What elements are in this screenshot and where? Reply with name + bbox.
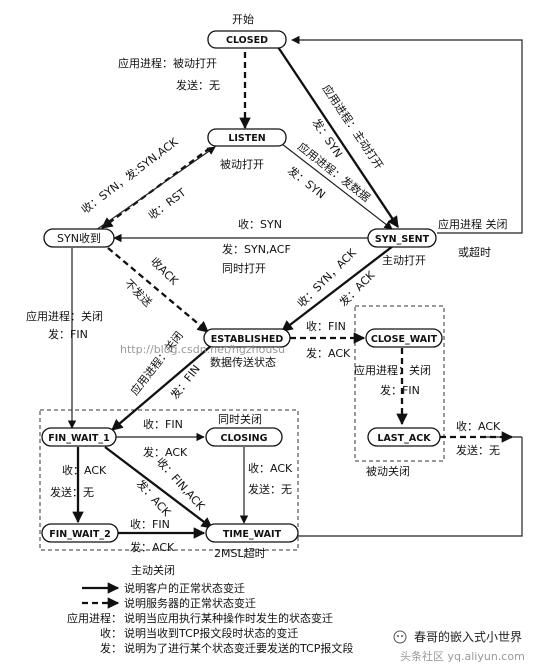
- label-msl-timeout: 2MSL超时: [214, 546, 266, 560]
- state-closed-label: CLOSED: [226, 35, 268, 46]
- label-send-syn-acf: 发：SYN,ACF: [222, 242, 291, 256]
- edge-closed-to-synsent: [277, 46, 399, 228]
- label-recv-syn: 收：SYN: [238, 217, 282, 231]
- edge-synrcvd-to-listen: [95, 146, 216, 231]
- label-app-close-left-2: 发：FIN: [48, 327, 88, 341]
- brand-logo-icon: [393, 630, 407, 644]
- label-recv-ack-la: 收：ACK: [456, 419, 501, 433]
- state-closed: CLOSED: [207, 30, 287, 49]
- state-fin-wait-1-label: FIN_WAIT_1: [48, 433, 110, 444]
- edge-synsent-to-closed: [291, 35, 523, 234]
- legend-dashed-desc: 说明服务器的正常状态变迁: [124, 596, 256, 610]
- watermark-brand: 春哥的嵌入式小世界: [414, 629, 522, 644]
- label-active-open: 主动打开: [382, 253, 426, 267]
- legend-recv-key: 收：: [100, 626, 122, 640]
- legend-recv-desc: 说明当收到TCP报文段时状态的变迁: [124, 626, 298, 640]
- watermark-logo: 春哥的嵌入式小世界: [393, 629, 522, 644]
- label-app-close-cw-2: 发：FIN: [380, 383, 420, 397]
- state-fin-wait-2: FIN_WAIT_2: [41, 523, 119, 543]
- label-send-ack-fw1: 发：ACK: [143, 445, 188, 459]
- legend-send-desc: 说明为了进行某个状态变迁要发送的TCP报文段: [124, 641, 353, 655]
- legend-send-key: 发：: [100, 641, 122, 655]
- state-time-wait: TIME_WAIT: [205, 523, 299, 543]
- label-recv-ack-fw1-2: 发送：无: [50, 485, 94, 499]
- state-last-ack: LAST_ACK: [367, 427, 441, 447]
- label-passive-close: 被动关闭: [366, 464, 410, 478]
- edge-listen-to-synsent: [281, 143, 393, 230]
- state-fin-wait-1: FIN_WAIT_1: [41, 427, 117, 447]
- state-established-label: ESTABLISHED: [211, 334, 284, 345]
- state-listen-label: LISTEN: [228, 133, 265, 144]
- state-close-wait-label: CLOSE_WAIT: [371, 334, 438, 345]
- label-recv-ack-closing-1: 收：ACK: [248, 461, 293, 475]
- label-send-ack-est: 发：ACK: [306, 346, 351, 360]
- legend-app-desc: 说明当应用执行某种操作时发生的状态变迁: [124, 611, 333, 625]
- label-recv-ack: 收ACK: [148, 254, 182, 288]
- label-app-close-left-1: 应用进程：关闭: [26, 309, 103, 323]
- watermark-site: 头条社区 yq.aliyun.com: [400, 649, 525, 663]
- label-send-none-la: 发送：无: [456, 443, 500, 457]
- label-recv-fin-fw2: 收：FIN: [130, 517, 170, 531]
- state-last-ack-label: LAST_ACK: [377, 433, 431, 444]
- state-closing-label: CLOSING: [221, 433, 268, 444]
- label-passive-open: 被动打开: [220, 157, 264, 171]
- edge-established-to-finwait1: [111, 344, 213, 431]
- label-simul-open: 同时打开: [222, 261, 266, 275]
- label-recv-ack-fw1-1: 收：ACK: [62, 463, 107, 477]
- state-syn-rcvd-label: SYN收到: [57, 231, 101, 245]
- watermark-url: http://blog.csdn.net/hgzhousu: [120, 343, 285, 356]
- label-app-close-timeout-1: 应用进程 关闭: [438, 217, 508, 231]
- edge-listen-to-synrcvd: [101, 147, 211, 229]
- label-send-none: 发送：无: [176, 78, 220, 92]
- edge-timewait-to-closed: [298, 437, 523, 537]
- edge-synsent-to-established: [281, 245, 394, 332]
- label-recv-ack-closing-2: 发送：无: [248, 482, 292, 496]
- label-data-transfer: 数据传送状态: [210, 355, 276, 369]
- state-syn-sent: SYN_SENT: [367, 228, 437, 248]
- label-simul-close: 同时关闭: [218, 412, 262, 426]
- label-app-close-cw-1: 应用进程：关闭: [354, 363, 431, 377]
- label-app-close-timeout-2: 或超时: [458, 245, 491, 259]
- state-close-wait: CLOSE_WAIT: [365, 328, 443, 348]
- state-fin-wait-2-label: FIN_WAIT_2: [49, 529, 111, 540]
- edge-finwait1-to-timewait: [104, 446, 213, 529]
- state-time-wait-label: TIME_WAIT: [223, 529, 282, 540]
- state-syn-rcvd: SYN收到: [43, 228, 115, 248]
- edge-synrcvd-to-established: [107, 247, 209, 333]
- legend-app-key: 应用进程：: [67, 611, 122, 625]
- state-closing: CLOSING: [205, 427, 283, 447]
- label-app-passive-open: 应用进程：被动打开: [118, 56, 217, 70]
- legend: 说明客户的正常状态变迁 说明服务器的正常状态变迁 应用进程： 说明当应用执行某种…: [67, 581, 353, 655]
- label-recv-fin-fw1: 收：FIN: [143, 417, 183, 431]
- state-established: ESTABLISHED: [203, 328, 291, 348]
- legend-solid-desc: 说明客户的正常状态变迁: [124, 581, 245, 595]
- state-listen: LISTEN: [207, 128, 287, 147]
- label-start: 开始: [232, 12, 254, 26]
- state-syn-sent-label: SYN_SENT: [375, 234, 430, 245]
- passive-close-box: [354, 305, 445, 462]
- label-recv-fin-est: 收：FIN: [306, 319, 346, 333]
- label-no-send: 不发送: [122, 276, 155, 309]
- label-active-close: 主动关闭: [131, 563, 175, 577]
- label-send-ack-fw2: 发：ACK: [130, 540, 175, 554]
- active-close-box: [39, 409, 299, 551]
